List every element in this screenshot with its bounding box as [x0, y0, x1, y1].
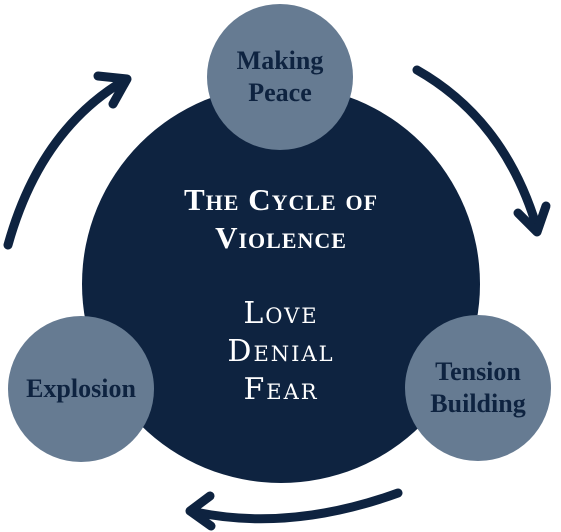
stage-explosion: Explosion — [8, 316, 154, 462]
diagram-title-line-2: Violence — [215, 220, 347, 255]
arrow-tension-to-explosion-head — [185, 491, 216, 531]
stage-tension-building-line-1: Tension — [435, 357, 521, 386]
stage-making-peace-line-2: Peace — [248, 78, 312, 107]
emotion-denial: Denial — [227, 334, 335, 369]
stage-tension-building: Tension Building — [405, 315, 551, 461]
stage-tension-building-line-2: Building — [430, 389, 526, 418]
arrow-peace-to-tension-head — [513, 201, 551, 237]
diagram-title-line-1: The Cycle of — [183, 182, 379, 217]
emotion-fear: Fear — [243, 372, 319, 407]
arrow-explosion-to-peace-head — [93, 71, 132, 109]
emotion-love: Love — [243, 296, 319, 331]
arrow-tension-to-explosion — [190, 488, 403, 524]
emotion-list: Love Denial Fear — [110, 295, 452, 409]
stage-making-peace: Making Peace — [207, 4, 353, 150]
stage-explosion-line-1: Explosion — [26, 374, 136, 403]
stage-making-peace-line-1: Making — [236, 46, 324, 75]
diagram-title: The Cycle of Violence — [110, 181, 452, 257]
